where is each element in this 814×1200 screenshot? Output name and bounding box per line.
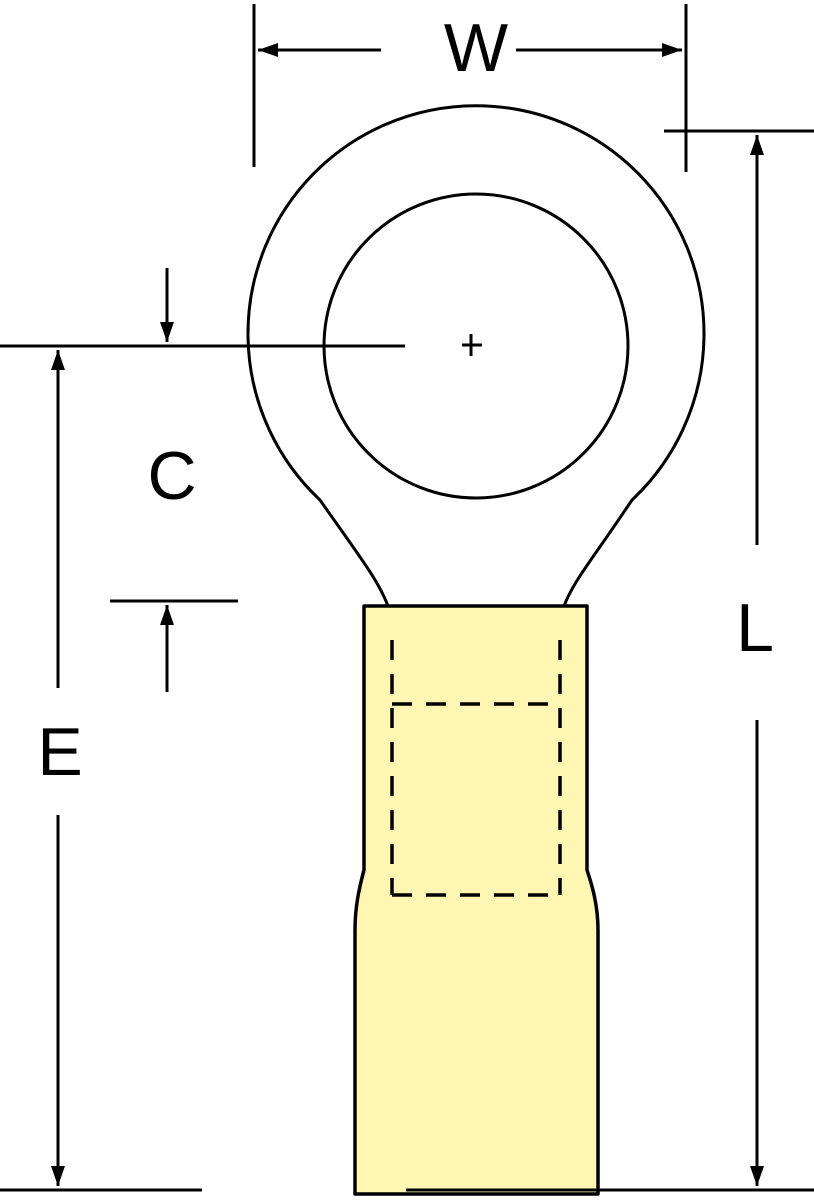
extension-lines xyxy=(0,4,814,1192)
dimension-label-c: C xyxy=(147,438,197,514)
ring-tongue-outline xyxy=(246,104,706,607)
center-mark-icon xyxy=(462,334,482,356)
hidden-crimp-barrel xyxy=(390,640,562,897)
dimension-label-l: L xyxy=(736,590,774,666)
dimension-label-w: W xyxy=(443,10,509,86)
insulation-barrel xyxy=(353,604,600,1196)
dimension-label-e: E xyxy=(37,714,83,790)
